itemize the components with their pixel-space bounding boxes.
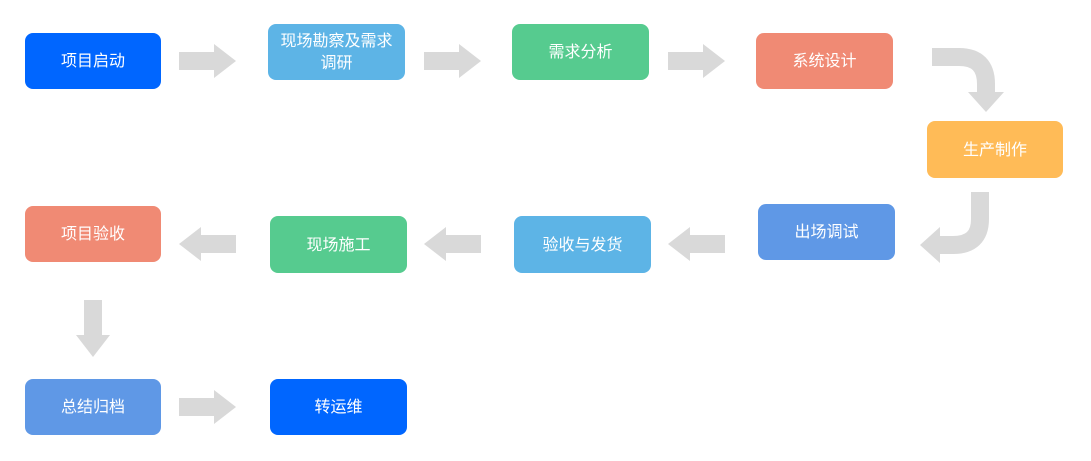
step-summary-archive: 总结归档 <box>25 379 161 435</box>
step-label: 项目启动 <box>60 51 125 70</box>
step-site-construction: 现场施工 <box>270 216 407 273</box>
arrow-right-icon <box>179 390 236 424</box>
step-label: 转运维 <box>314 397 363 416</box>
step-to-operations: 转运维 <box>270 379 407 435</box>
step-label: 生产制作 <box>962 139 1027 159</box>
step-acceptance-delivery: 验收与发货 <box>514 216 651 273</box>
step-factory-debug: 出场调试 <box>758 204 895 260</box>
arrow-right-icon <box>179 44 236 78</box>
arrow-left-icon <box>179 227 236 261</box>
step-label: 需求分析 <box>548 42 613 61</box>
step-label: 出场调试 <box>794 222 859 241</box>
step-label: 项目验收 <box>60 224 125 243</box>
bend-down-arrow-head <box>968 92 1004 112</box>
bend-left-arrow-icon <box>940 192 989 254</box>
bend-down-arrow-icon <box>932 48 995 92</box>
bend-arrows <box>920 48 1004 263</box>
step-label: 现场施工 <box>306 234 371 254</box>
step-label: 验收与发货 <box>542 234 623 254</box>
step-system-design: 系统设计 <box>756 33 893 89</box>
step-label: 总结归档 <box>60 397 125 416</box>
step-label: 系统设计 <box>792 51 857 70</box>
arrow-left-icon <box>424 227 481 261</box>
step-label: 现场勘察及需求调研 <box>280 31 393 72</box>
arrow-right-icon <box>424 44 481 78</box>
step-site-survey: 现场勘察及需求调研 <box>268 24 405 80</box>
arrow-down-icon <box>76 300 110 357</box>
step-project-acceptance: 项目验收 <box>25 206 161 262</box>
step-production: 生产制作 <box>927 121 1063 178</box>
bend-left-arrow-head <box>920 227 940 263</box>
arrow-right-icon <box>668 44 725 78</box>
connector-arrows <box>76 44 725 424</box>
step-project-start: 项目启动 <box>25 33 161 89</box>
arrow-left-icon <box>668 227 725 261</box>
step-requirement-analysis: 需求分析 <box>512 24 649 80</box>
